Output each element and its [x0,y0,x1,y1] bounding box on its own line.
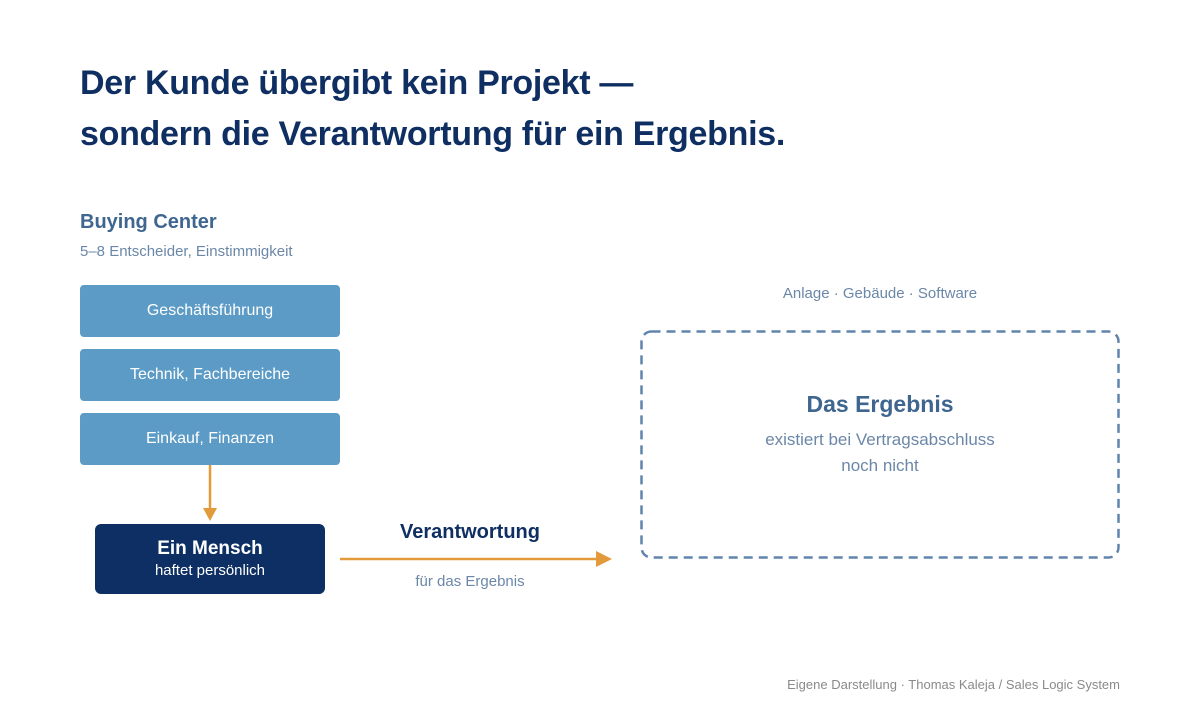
responsibility-label: Verantwortung [399,521,540,543]
slide-title-line-1: Der Kunde übergibt kein Projekt — [80,64,634,102]
buying-center-title: Buying Center [80,211,217,233]
right-arrow [340,551,612,567]
result-caption: Anlage · Gebäude · Software [782,285,978,302]
slide-title-line-2: sondern die Verantwortung für ein Ergebn… [80,115,785,153]
result-title: Das Ergebnis [806,390,954,417]
person-title: Ein Mensch [157,538,263,559]
slide-title: Der Kunde übergibt kein Projekt — sonder… [80,58,785,160]
source-credit: Eigene Darstellung · Thomas Kaleja / Sal… [787,677,1120,692]
buying-center-subtitle: 5–8 Entscheider, Einstimmigkeit [80,243,293,260]
buying-center-box-purchasing: Einkauf, Finanzen [80,413,340,465]
result-description-line-2: noch nicht [841,455,919,475]
dashed-border [640,330,1120,559]
result-box: Das Ergebnis existiert bei Vertragsabsch… [640,330,1120,559]
down-arrow [203,465,217,521]
person-box: Ein Mensch haftet persönlich [95,524,325,594]
responsibility-sublabel: für das Ergebnis [415,573,525,590]
buying-center-box-management: Geschäftsführung [80,285,340,337]
person-subtitle: haftet persönlich [154,562,266,579]
result-description: existiert bei Vertragsabschluss noch nic… [765,427,995,479]
result-description-line-1: existiert bei Vertragsabschluss [765,429,995,449]
buying-center-box-technical: Technik, Fachbereiche [80,349,340,401]
